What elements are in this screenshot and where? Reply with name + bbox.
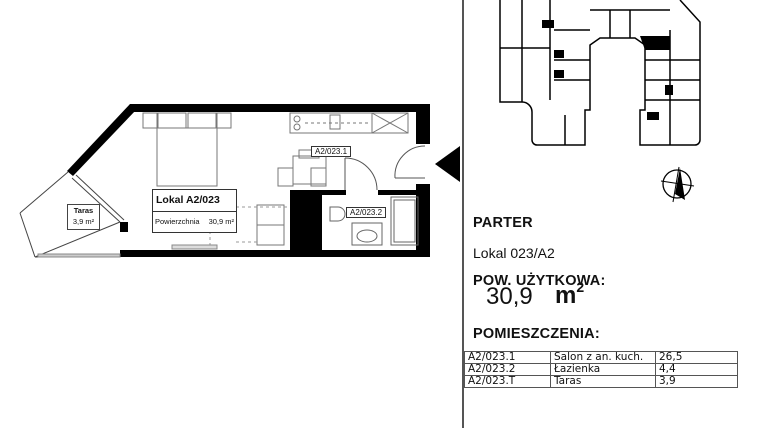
room-name: Taras (550, 375, 656, 388)
floor-plan-drawing (19, 104, 460, 258)
room-name: Łazienka (550, 363, 656, 376)
kitchen-counter (289, 112, 409, 134)
usable-area-value: 30,9 (486, 283, 533, 310)
unit-floor-plan: Lokal A2/023 Powierzchnia 30,9 m² A2/023… (19, 104, 460, 258)
bed (142, 112, 232, 187)
unit-label-title: Lokal A2/023 (153, 190, 236, 212)
unit-exponent: 2 (576, 279, 585, 295)
bathroom-fixtures (329, 196, 419, 246)
table-row: A2/023.T Taras 3,9 (464, 375, 738, 388)
room-area: 4,4 (655, 363, 738, 376)
table-row: A2/023.2 Łazienka 4,4 (464, 363, 738, 376)
room-id: A2/023.T (464, 375, 551, 388)
terrace-label: Taras 3,9 m² (67, 204, 100, 230)
building-key-plan (470, 0, 740, 150)
unit-label: Lokal A2/023 Powierzchnia 30,9 m² (152, 189, 237, 233)
unit-label-area-value: 30,9 m² (208, 217, 234, 226)
room-id: A2/023.1 (464, 351, 551, 364)
key-plan-drawing (499, 0, 701, 146)
dining-set (277, 149, 327, 187)
unit-name: Lokal 023/A2 (473, 245, 555, 261)
unit-m: m (555, 282, 577, 309)
rooms-table: A2/023.1 Salon z an. kuch. 26,5 A2/023.2… (464, 351, 738, 388)
entrance-arrow (435, 146, 460, 182)
north-arrow-icon (658, 164, 698, 204)
table-row: A2/023.1 Salon z an. kuch. 26,5 (464, 351, 738, 364)
floor-title: PARTER (473, 215, 533, 231)
radiator (171, 244, 218, 250)
terrace-name: Taras (73, 206, 94, 215)
section-divider (462, 0, 464, 428)
room-tag-bathroom: A2/023.2 (346, 207, 387, 218)
room-area: 26,5 (655, 351, 738, 364)
room-id: A2/023.2 (464, 363, 551, 376)
unit-label-area-label: Powierzchnia (155, 217, 200, 226)
usable-area-unit: m2 (555, 279, 585, 310)
room-area: 3,9 (655, 375, 738, 388)
highlighted-unit (640, 36, 670, 50)
terrace-area: 3,9 m² (72, 217, 95, 226)
usable-area-label: POW. UŻYTKOWA: (473, 273, 606, 289)
rooms-label: POMIESZCZENIA: (473, 326, 600, 342)
room-tag-salon: A2/023.1 (311, 146, 352, 157)
walls (67, 104, 430, 257)
room-name: Salon z an. kuch. (550, 351, 656, 364)
doors (344, 145, 426, 191)
